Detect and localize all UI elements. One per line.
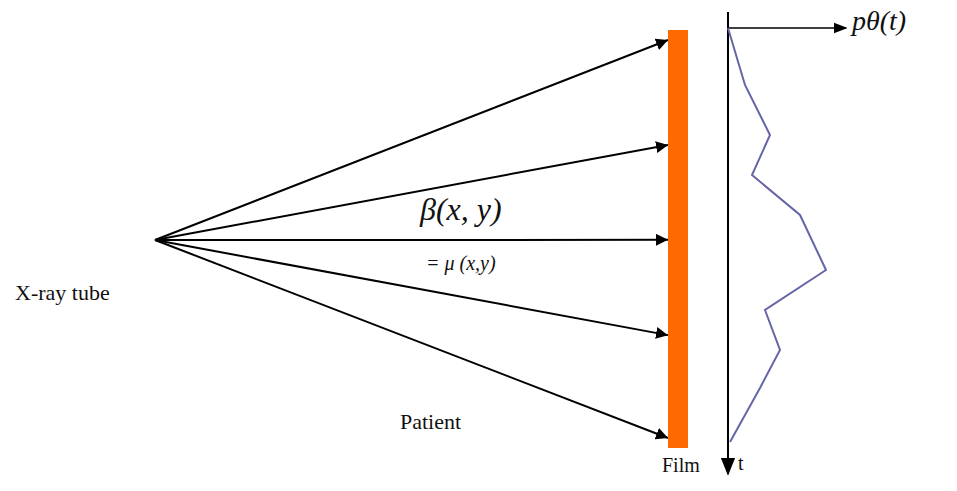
x-ray-beam	[155, 145, 668, 240]
x-ray-beam	[155, 239, 668, 241]
film-label: Film	[662, 454, 700, 476]
projection-label: pθ(t)	[852, 6, 906, 37]
patient-label: Patient	[400, 410, 461, 434]
xray-tube: X-ray tube	[30, 207, 155, 273]
t-axis	[727, 12, 729, 474]
x-ray-beam	[155, 240, 668, 438]
film-plate: Film	[668, 30, 688, 448]
attenuation-symbol: β(x, y)	[420, 192, 502, 227]
p-axis	[728, 27, 846, 29]
x-ray-beam	[155, 240, 668, 335]
patient-body: β(x, y)= μ (x,y)Patient	[340, 80, 565, 400]
tube-label: X-ray tube	[15, 281, 110, 305]
body-outline	[340, 80, 565, 400]
axis-label: t	[738, 452, 744, 474]
projection-profile	[728, 28, 826, 442]
x-ray-beam	[155, 40, 668, 240]
tube-outline	[30, 207, 155, 273]
attenuation-equation: = μ (x,y)	[426, 252, 496, 274]
